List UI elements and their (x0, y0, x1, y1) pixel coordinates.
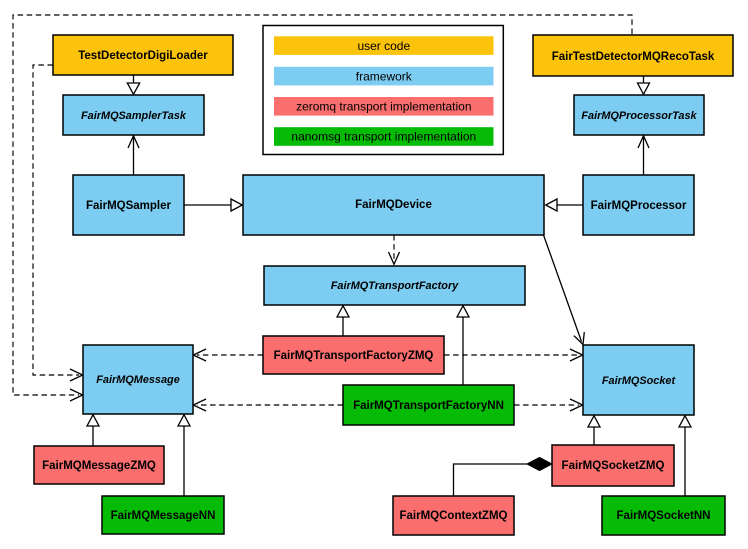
svg-text:FairMQTransportFactoryZMQ: FairMQTransportFactoryZMQ (274, 350, 434, 362)
svg-text:FairMQProcessor: FairMQProcessor (591, 200, 687, 212)
svg-text:zeromq transport implementatio: zeromq transport implementation (296, 100, 471, 114)
svg-text:FairMQMessageNN: FairMQMessageNN (111, 510, 216, 522)
svg-text:FairMQSocket: FairMQSocket (602, 375, 676, 387)
svg-text:FairMQTransportFactoryNN: FairMQTransportFactoryNN (353, 400, 504, 412)
svg-text:FairMQDevice: FairMQDevice (355, 199, 432, 211)
svg-text:nanomsg transport implementati: nanomsg transport implementation (291, 130, 476, 144)
svg-text:FairMQSamplerTask: FairMQSamplerTask (81, 110, 187, 122)
svg-text:FairTestDetectorMQRecoTask: FairTestDetectorMQRecoTask (552, 51, 715, 63)
svg-text:FairMQMessageZMQ: FairMQMessageZMQ (42, 460, 156, 472)
svg-text:TestDetectorDigiLoader: TestDetectorDigiLoader (78, 50, 208, 62)
svg-text:FairMQMessage: FairMQMessage (96, 374, 180, 386)
svg-text:FairMQSocketNN: FairMQSocketNN (617, 510, 711, 522)
svg-text:FairMQSampler: FairMQSampler (86, 200, 172, 212)
svg-text:FairMQContextZMQ: FairMQContextZMQ (400, 510, 508, 522)
svg-text:user code: user code (357, 39, 410, 53)
svg-text:FairMQSocketZMQ: FairMQSocketZMQ (562, 460, 665, 472)
svg-text:FairMQProcessorTask: FairMQProcessorTask (581, 110, 697, 122)
svg-text:FairMQTransportFactory: FairMQTransportFactory (331, 280, 459, 292)
svg-text:framework: framework (356, 69, 413, 83)
